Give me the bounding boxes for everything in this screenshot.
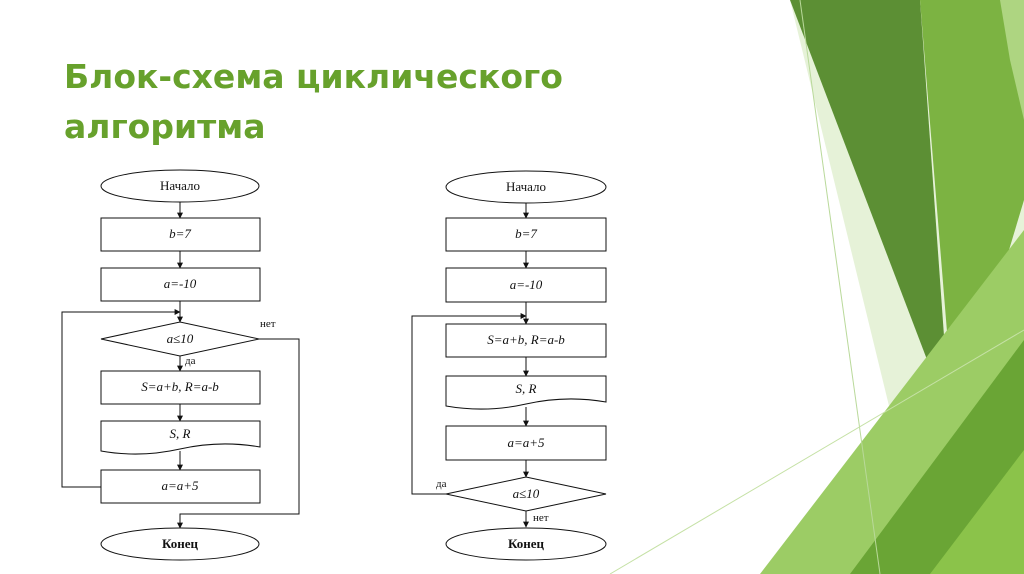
right-increment-block: [445, 425, 607, 461]
left-condition-label: a≤10: [167, 331, 194, 346]
left-assign-b-block: [100, 217, 261, 252]
right-assign-b-block: [445, 217, 607, 252]
slide-title: Блок-схема циклического алгоритма: [64, 52, 563, 152]
deco-facet-dark: [790, 0, 950, 420]
left-compute-label: S=a+b, R=a-b: [141, 379, 219, 394]
right-condition-label: a≤10: [513, 486, 540, 501]
right-assign-b-label: b=7: [515, 226, 537, 241]
left-start-terminal: [100, 169, 260, 203]
left-end-terminal: [100, 527, 260, 561]
right-assign-a-block: [445, 267, 607, 303]
left-edge-loop-back: [61, 309, 181, 488]
right-compute-label: S=a+b, R=a-b: [487, 332, 565, 347]
slide-title-line-1: Блок-схема циклического: [64, 57, 563, 96]
right-yes-label: да: [436, 478, 447, 490]
right-compute-block: [445, 323, 607, 358]
left-start-label: Начало: [160, 178, 200, 193]
deco-facet-bottom-mid: [930, 450, 1024, 574]
flowchart-right: Начало b=7 a=-10 S=a+b, R=a-b S, R a=a+5…: [411, 170, 607, 561]
left-no-label: нет: [260, 318, 276, 330]
deco-facet-mid: [920, 0, 1024, 430]
right-edge-cond-yes-loop: [411, 313, 527, 495]
deco-line-1: [799, 0, 881, 574]
right-start-terminal: [445, 170, 607, 204]
right-start-label: Начало: [506, 179, 546, 194]
flowchart-left: Начало b=7 a=-10 a≤10 да нет S=a+b, R=a-…: [61, 169, 300, 561]
left-compute-block: [100, 370, 261, 405]
left-edge-cond-no: [177, 338, 300, 529]
right-output-document: [445, 375, 607, 410]
left-assign-b-label: b=7: [169, 226, 191, 241]
right-output-label: S, R: [516, 381, 537, 396]
right-no-label: нет: [533, 512, 549, 524]
left-assign-a-block: [100, 267, 261, 302]
right-condition-diamond: [445, 476, 607, 512]
left-end-label: Конец: [162, 536, 199, 551]
left-output-document: [100, 420, 261, 455]
left-increment-label: a=a+5: [161, 478, 199, 493]
left-assign-a-label: a=-10: [164, 276, 197, 291]
left-output-label: S, R: [170, 426, 191, 441]
right-increment-label: a=a+5: [507, 435, 545, 450]
left-condition-diamond: [100, 321, 260, 357]
right-end-label: Конец: [508, 536, 545, 551]
right-assign-a-label: a=-10: [510, 277, 543, 292]
left-increment-block: [100, 469, 261, 504]
left-yes-label: да: [185, 355, 196, 367]
right-end-terminal: [445, 527, 607, 561]
slide-title-line-2: алгоритма: [64, 107, 266, 146]
deco-line-2: [609, 329, 1024, 574]
deco-facet-light: [1000, 0, 1024, 120]
